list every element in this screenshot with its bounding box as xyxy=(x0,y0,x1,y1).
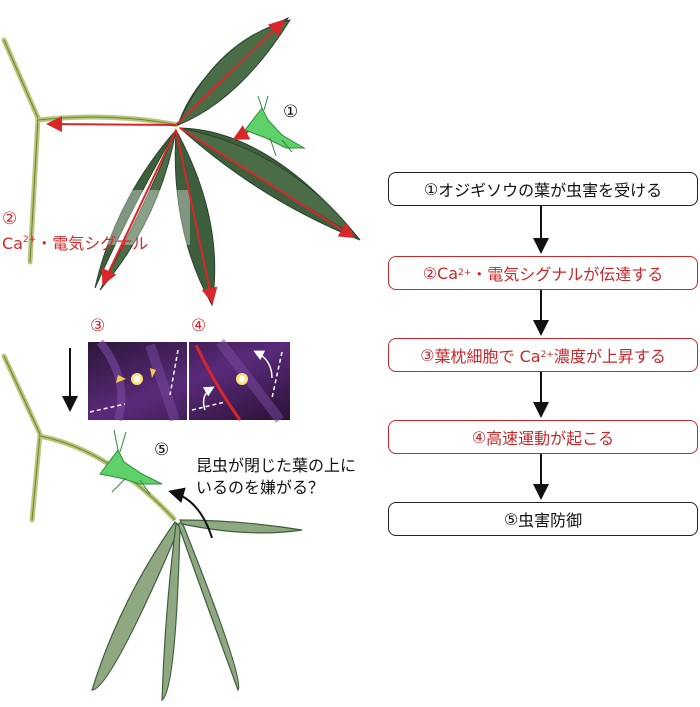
micrograph-panel xyxy=(88,338,290,424)
plant-closed xyxy=(1,353,303,702)
signal-label: Ca2+・電気シグナル xyxy=(2,234,149,253)
plant-open xyxy=(1,16,361,307)
step4-marker: ④ xyxy=(191,316,207,336)
step2-marker: ② xyxy=(2,209,18,229)
insect-icon xyxy=(244,95,306,157)
insect-note: 昆虫が閉じた葉の上に いるのを嫌がる？ xyxy=(196,456,357,497)
step3-marker: ③ xyxy=(90,316,106,336)
step5-marker: ⑤ xyxy=(154,440,170,460)
step1-marker: ① xyxy=(283,102,299,122)
insect-icon-2 xyxy=(99,429,163,495)
